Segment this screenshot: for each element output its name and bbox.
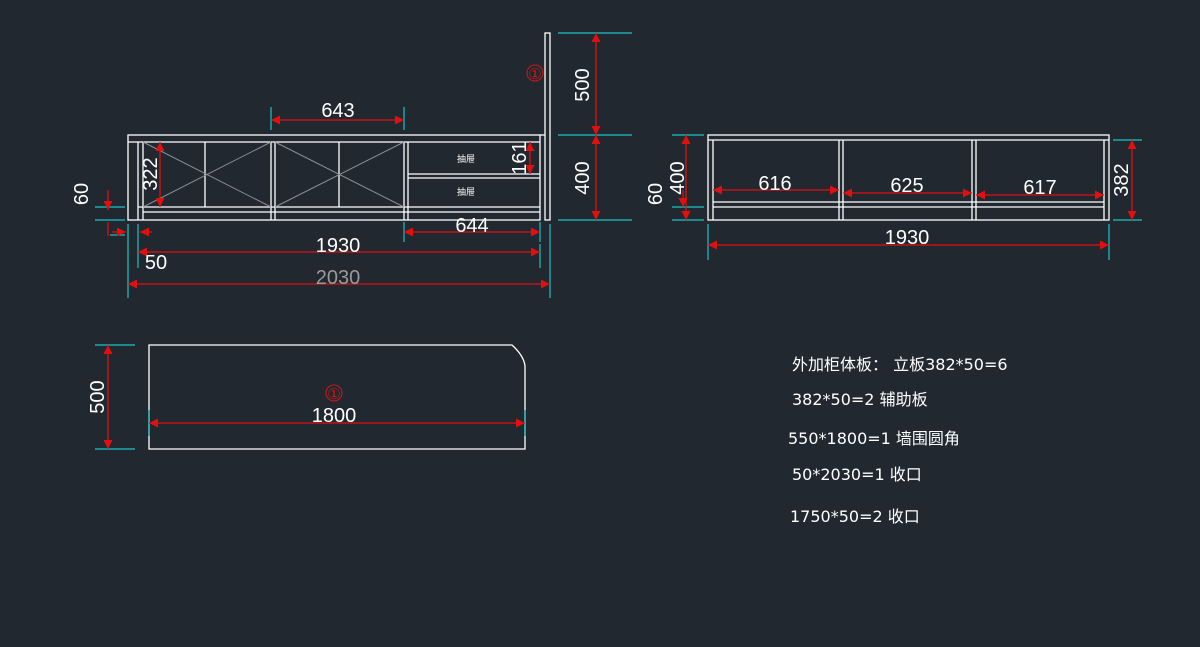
dim-1800: 1800 bbox=[312, 405, 357, 427]
front-view: 抽屉 抽屉 bbox=[71, 32, 632, 298]
dim-60-side: 60 bbox=[645, 183, 667, 205]
dim-322: 322 bbox=[140, 157, 162, 190]
note-line-4: 50*2030=1 收口 bbox=[792, 465, 922, 484]
dim-50: 50 bbox=[145, 252, 167, 274]
side-cabinet-outline bbox=[707, 134, 1110, 221]
dim-625: 625 bbox=[890, 175, 923, 197]
dim-1930-side: 1930 bbox=[885, 227, 930, 249]
part-mark-circle-front bbox=[526, 64, 544, 82]
part-mark-panel: ① bbox=[327, 385, 340, 403]
dim-617: 617 bbox=[1023, 177, 1056, 199]
panel-dimension-lines bbox=[103, 345, 525, 449]
drawer-label-1: 抽屉 bbox=[457, 153, 475, 165]
door-cross-hatch bbox=[142, 141, 405, 208]
front-extension-lines bbox=[95, 32, 632, 298]
cut-list-notes: 外加柜体板： 立板382*50=6 382*50=2 辅助板 550*1800=… bbox=[788, 355, 1008, 526]
note-line-1: 外加柜体板： 立板382*50=6 bbox=[792, 355, 1008, 374]
note-line-5: 1750*50=2 收口 bbox=[790, 507, 920, 526]
dim-644: 644 bbox=[455, 215, 488, 237]
dim-400-side: 400 bbox=[667, 161, 689, 194]
front-dimension-lines bbox=[103, 33, 601, 289]
dim-2030: 2030 bbox=[316, 267, 361, 289]
dim-382: 382 bbox=[1111, 163, 1133, 196]
front-cabinet-outline bbox=[127, 32, 551, 221]
dim-616: 616 bbox=[758, 173, 791, 195]
part-mark-circle-panel bbox=[325, 384, 343, 402]
panel-extension-lines bbox=[95, 344, 526, 450]
dim-500-panel: 500 bbox=[87, 380, 109, 413]
side-view: 60 400 616 625 617 382 1930 bbox=[645, 134, 1142, 260]
part-mark-front: ① bbox=[528, 65, 541, 83]
drawer-label-2: 抽屉 bbox=[457, 186, 475, 198]
dim-60-front: 60 bbox=[71, 183, 93, 205]
side-dimension-lines bbox=[678, 135, 1137, 250]
dim-643: 643 bbox=[321, 100, 354, 122]
dim-400-front: 400 bbox=[572, 161, 594, 194]
dim-161: 161 bbox=[509, 141, 531, 174]
panel-view: 500 1800 ① bbox=[87, 344, 526, 450]
note-line-2: 382*50=2 辅助板 bbox=[792, 390, 928, 409]
note-line-3: 550*1800=1 墙围圆角 bbox=[788, 429, 960, 448]
dim-1930-front: 1930 bbox=[316, 235, 361, 257]
dim-500-front: 500 bbox=[572, 68, 594, 101]
